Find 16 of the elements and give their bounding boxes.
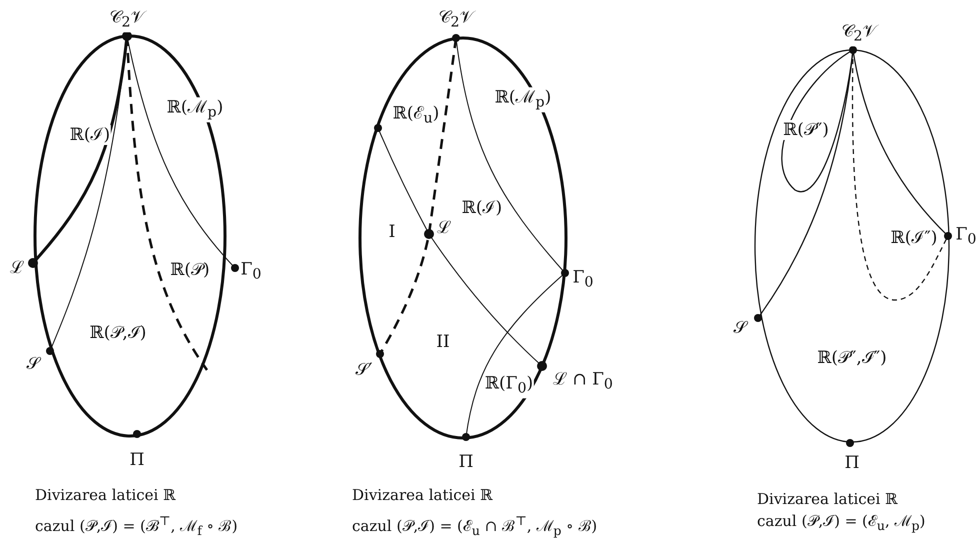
region-label: ℝ(ℐ″) bbox=[890, 228, 938, 248]
caption: Divizarea laticei ℝ bbox=[757, 490, 898, 508]
region-label: ℝ(𝒫,ℐ) bbox=[88, 323, 148, 343]
region-label: ℝ(ℐ) bbox=[460, 198, 504, 218]
region-label: ℝ(ℳ$_{p}$) bbox=[494, 87, 552, 113]
caption: Divizarea laticei ℝ bbox=[352, 486, 493, 504]
caption: Divizarea laticei ℝ bbox=[35, 486, 176, 504]
caption: cazul (𝒫,ℐ) = (ℬ$^{⊤}$, ℳ$_{f}$ ∘ ℬ) bbox=[35, 512, 238, 540]
region-label: ℝ(ℳ$_{p}$) bbox=[166, 97, 224, 123]
region-label: ℝ(𝒫″) bbox=[782, 120, 830, 140]
region-label: ℝ(𝒫) bbox=[169, 260, 211, 280]
caption: cazul (𝒫,ℐ) = (ℰ$_{u}$, ℳ$_{p}$) bbox=[757, 512, 926, 535]
region-label: ℝ(𝒫″,ℐ″) bbox=[816, 348, 888, 368]
region-label: ℝ(Γ$_{0}$) bbox=[484, 373, 534, 399]
region-label: ℝ(ℐ) bbox=[68, 125, 112, 145]
caption: cazul (𝒫,ℐ) = (ℰ$_{u}$ ∩ ℬ$^{⊤}$, ℳ$_{p}$ ∘ ℬ) bbox=[352, 512, 598, 540]
